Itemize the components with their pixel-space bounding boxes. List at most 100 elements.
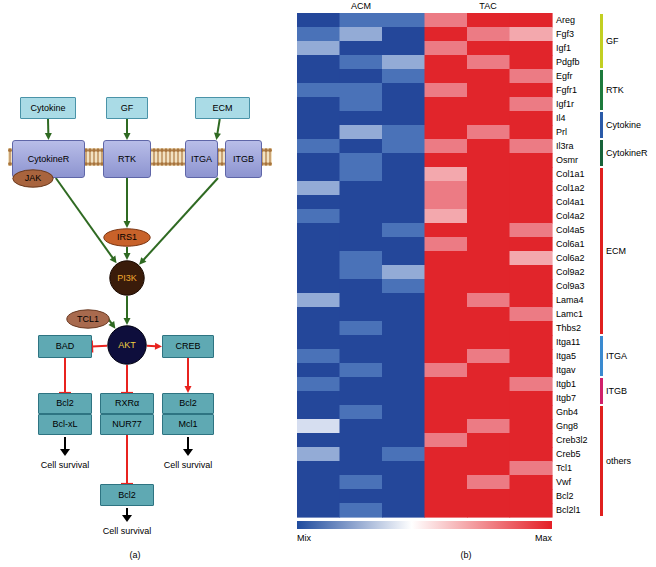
heatmap-cell [340,447,383,462]
heatmap-cell [467,377,510,392]
heatmap-cell [425,167,468,182]
heatmap-cell [467,279,510,294]
heatmap-cell [510,307,553,322]
heatmap-cell [467,167,510,182]
heatmap-cell [425,55,468,70]
ellipse-shape [104,229,150,246]
kinase-circle: AKT [107,325,147,365]
category-label: RTK [606,84,624,96]
heatmap-cell [510,265,553,280]
connector [124,119,131,140]
heatmap-cell [340,195,383,210]
outcome-label: Cell survival [103,525,152,537]
gene-label: Areg [556,13,575,27]
category-label: Cytokine [606,119,641,131]
heatmap-cell [425,503,468,518]
arrow-head [185,386,192,393]
connector-line [126,365,128,393]
heatmap-cell [510,111,553,126]
category-bar [600,378,603,404]
arrow-head [155,343,162,350]
heatmap-cell [382,83,425,98]
ellipse-shape [108,326,146,364]
heatmap-cell [425,69,468,84]
gene-label: Itga11 [556,335,580,349]
heatmap-cell [382,69,425,84]
heatmap-cell [297,293,340,308]
node-text: BAD [56,341,75,352]
heatmap-cell [382,139,425,154]
category-label: others [606,455,631,467]
kinase-ellipse: JAK [12,169,54,188]
heatmap-cell [382,391,425,406]
heatmap-cell [382,153,425,168]
heatmap-cell [340,489,383,504]
connector [121,365,133,393]
heatmap-cell [467,419,510,434]
connector-line [56,178,113,258]
heatmap-cell [382,13,425,28]
outcome-label: Cell survival [41,459,90,471]
gene-label: Col6a1 [556,237,585,251]
gene-label: Creb5 [556,447,581,461]
category-label: CytokineR [606,147,648,159]
heatmap-cell [467,13,510,28]
heatmap-cell [382,349,425,364]
heatmap-cell [297,83,340,98]
heatmap-cell [425,125,468,140]
heatmap-cell [467,447,510,462]
heatmap-cell [425,307,468,322]
heatmap-cell [382,461,425,476]
arrow-head [183,449,193,456]
heatmap-cell [467,349,510,364]
heatmap-cell [510,83,553,98]
heatmap-cell [467,307,510,322]
connector-line [217,119,219,134]
heatmap-cell [382,363,425,378]
receptor-box: ITGA [185,140,218,178]
target-box: Mcl1 [162,414,214,435]
heatmap-cell [467,195,510,210]
arrow-head [122,515,132,522]
ligand-box: Cytokine [20,97,76,119]
heatmap-cell [467,391,510,406]
heatmap-cell [467,27,510,42]
heatmap-cell [382,419,425,434]
survival-arrow [187,437,189,450]
heatmap-cell [340,251,383,266]
ellipse-shape [110,261,144,295]
heatmap-cell [382,335,425,350]
heatmap-cell [297,391,340,406]
heatmap-cell [467,181,510,196]
gene-label: Col1a1 [556,167,585,181]
connector [56,178,117,263]
heatmap-cell [510,13,553,28]
heatmap-cell [297,321,340,336]
node-text: NUR77 [112,419,142,430]
heatmap-cell [425,489,468,504]
heatmap-cell [425,391,468,406]
heatmap-cell [467,433,510,448]
gene-label: Il4 [556,111,566,125]
gene-label: Col6a2 [556,251,585,265]
heatmap-cell [467,503,510,518]
connector [92,341,107,353]
connector [124,247,131,260]
gene-label: Col9a2 [556,265,585,279]
heatmap-cell [382,237,425,252]
coactivator-ellipse: TCL1 [66,309,110,329]
category-bar [600,168,603,334]
heatmap-cell [340,391,383,406]
heatmap-cell [425,27,468,42]
gene-label: Itga5 [556,349,576,363]
heatmap-cell [297,69,340,84]
heatmap-cell [297,153,340,168]
heatmap-cell [297,237,340,252]
gene-label: Tcl1 [556,461,572,475]
heatmap-cell [382,41,425,56]
gene-label: Col4a1 [556,195,585,209]
heatmap-cell [382,433,425,448]
node-text: TCL1 [77,314,99,325]
heatmap-cell [425,363,468,378]
survival-arrow [126,508,128,516]
